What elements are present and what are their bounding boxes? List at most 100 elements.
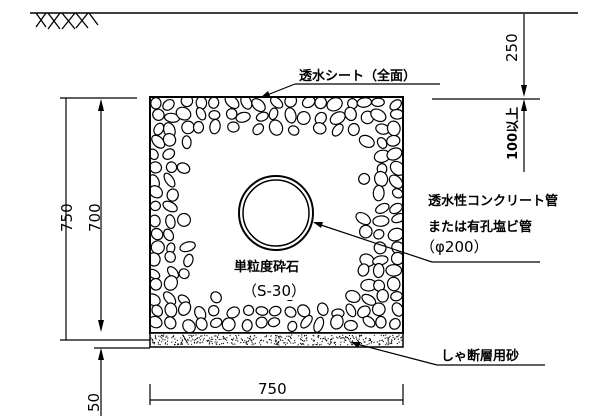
sand-dot: [244, 340, 246, 342]
sand-dot: [330, 341, 332, 343]
sand-dot: [180, 343, 182, 345]
sand-dot: [366, 344, 368, 346]
sand-dot: [342, 334, 344, 336]
sand-dot: [232, 337, 235, 339]
sand-dot: [277, 335, 280, 338]
sand-dot: [337, 337, 339, 339]
sand-dot: [388, 336, 390, 338]
stone: [150, 315, 163, 329]
sand-dot: [155, 338, 157, 340]
sand-dot: [339, 344, 341, 346]
sand-dot: [315, 343, 317, 346]
sand-dot: [331, 335, 333, 337]
sand-leader: しゃ断層用砂: [351, 342, 545, 366]
sand-dot: [304, 340, 306, 342]
sand-dot: [347, 337, 349, 340]
sand-dot: [275, 338, 277, 340]
sand-dot: [347, 344, 349, 346]
sand-dot: [307, 344, 309, 346]
sand-dot: [238, 334, 240, 336]
stone: [251, 98, 266, 113]
sand-dot: [259, 342, 261, 344]
stone-height-value: 700: [86, 203, 104, 232]
sand-dot: [292, 342, 294, 344]
stone: [176, 162, 191, 174]
sand-dot: [218, 338, 220, 341]
sand-dot: [161, 337, 163, 339]
stone: [284, 306, 297, 318]
sand-dot: [247, 341, 249, 343]
sand-dot: [282, 339, 284, 342]
stone: [252, 123, 265, 136]
sand-dot: [154, 336, 157, 338]
sand-dot: [333, 341, 335, 343]
stone: [180, 97, 194, 108]
sand-dot: [358, 334, 361, 336]
stone: [371, 97, 385, 108]
sand-dots: [150, 334, 403, 346]
stone: [355, 211, 372, 226]
sand-dot: [381, 339, 384, 341]
stone: [300, 314, 313, 329]
sand-dot: [181, 343, 183, 345]
sand-dot: [157, 343, 160, 345]
sand-dot: [216, 341, 218, 343]
sand-dot: [387, 344, 389, 346]
sand-dot: [348, 339, 350, 341]
pipe-label-line2: または有孔塩ビ管: [428, 219, 532, 235]
sand-dot: [185, 340, 187, 342]
sand-dot: [279, 335, 281, 337]
stone: [177, 301, 192, 316]
stone: [164, 302, 178, 318]
stone: [269, 97, 284, 109]
stone: [268, 107, 279, 121]
sand-dot: [398, 334, 400, 336]
sand-dot: [160, 336, 162, 338]
top-cover-dimension: 250 100以上: [432, 14, 540, 172]
sand-dot: [278, 340, 280, 343]
sand-dot: [199, 339, 201, 341]
sand-dot: [191, 343, 193, 345]
sand-dot: [396, 343, 398, 345]
stone: [150, 240, 165, 255]
sand-dot: [324, 338, 326, 340]
stone: [312, 122, 327, 135]
sand-dot: [330, 343, 332, 345]
sand-dot: [276, 344, 279, 346]
sand-dot: [275, 343, 277, 345]
sand-dot: [190, 334, 192, 336]
stone: [163, 228, 175, 242]
sand-dot: [166, 343, 168, 345]
sand-dot: [215, 335, 217, 337]
sand-dot: [164, 343, 166, 345]
sand-dot: [223, 337, 225, 339]
sand-dot: [287, 339, 289, 341]
sand-dot: [276, 335, 278, 337]
stone: [195, 107, 207, 121]
sand-dot: [300, 343, 303, 345]
sand-dot: [332, 337, 334, 339]
sand-dot: [360, 342, 363, 344]
sand-dot: [384, 337, 386, 339]
sand-dot: [340, 337, 342, 339]
sand-dot: [393, 338, 396, 340]
sand-dot: [327, 342, 329, 344]
stone: [375, 202, 390, 214]
stone: [162, 132, 177, 147]
sand-dot: [343, 341, 345, 343]
sand-dot: [172, 336, 174, 338]
sand-dot: [184, 338, 186, 340]
sand-dot: [363, 341, 365, 343]
perforated-pipe: [238, 175, 314, 251]
sand-dot: [345, 336, 347, 338]
stone: [150, 97, 162, 110]
sand-dot: [226, 337, 228, 339]
stone: [227, 121, 240, 133]
stone: [226, 306, 240, 319]
stone: [183, 253, 194, 268]
sand-dot: [349, 340, 351, 342]
sand-dot: [368, 340, 370, 342]
stone: [150, 148, 159, 161]
sand-dot: [322, 338, 324, 340]
sand-dot: [181, 340, 183, 342]
